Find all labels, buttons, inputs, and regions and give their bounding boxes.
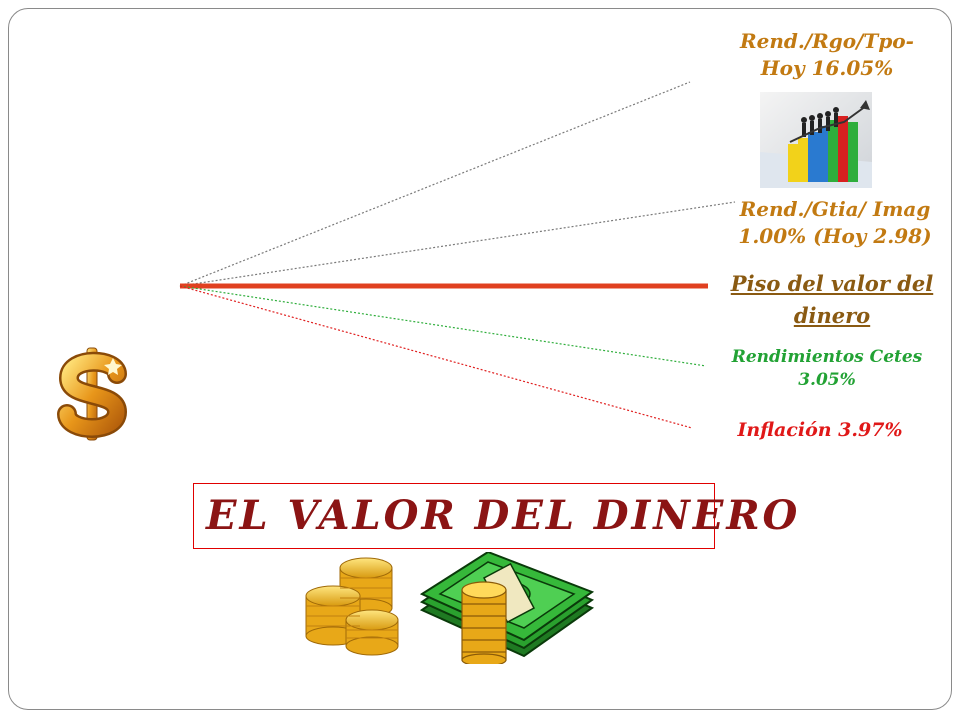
page-title: EL VALOR DEL DINERO [206, 492, 801, 539]
inflacion-label: Inflación 3.97% [737, 419, 903, 441]
cetes-label: Rendimientos Cetes 3.05% [712, 346, 942, 392]
rgo-label: Rend./Rgo/Tpo- Hoy 16.05% [722, 28, 932, 82]
gtia-label: Rend./Gtia/ Imag 1.00% (Hoy 2.98) [720, 196, 950, 250]
dollar-sign-icon [57, 347, 128, 441]
inflacion-line [179, 285, 693, 429]
slide-frame [8, 8, 952, 710]
rgo-line [179, 81, 691, 287]
piso-label-line1: Piso del valor del [730, 271, 934, 296]
gtia-label-line1: Rend./Gtia/ Imag [739, 197, 931, 221]
cetes-label-line2: 3.05% [798, 369, 856, 390]
growth-chart-icon [760, 92, 872, 188]
cash-stack-icon [420, 552, 595, 664]
rgo-label-line2: Hoy 16.05% [760, 56, 894, 80]
cetes-line [179, 285, 707, 367]
piso-label-line2: dinero [793, 302, 871, 328]
gtia-label-line2: 1.00% (Hoy 2.98) [738, 224, 932, 248]
rgo-label-line1: Rend./Rgo/Tpo- [740, 29, 914, 53]
cetes-label-line1: Rendimientos Cetes [731, 347, 923, 367]
gold-coins-icon [305, 557, 399, 656]
gtia-line [179, 201, 736, 287]
piso-label: Piso del valor del dinero [712, 268, 952, 331]
title-box: EL VALOR DEL DINERO [193, 483, 797, 549]
